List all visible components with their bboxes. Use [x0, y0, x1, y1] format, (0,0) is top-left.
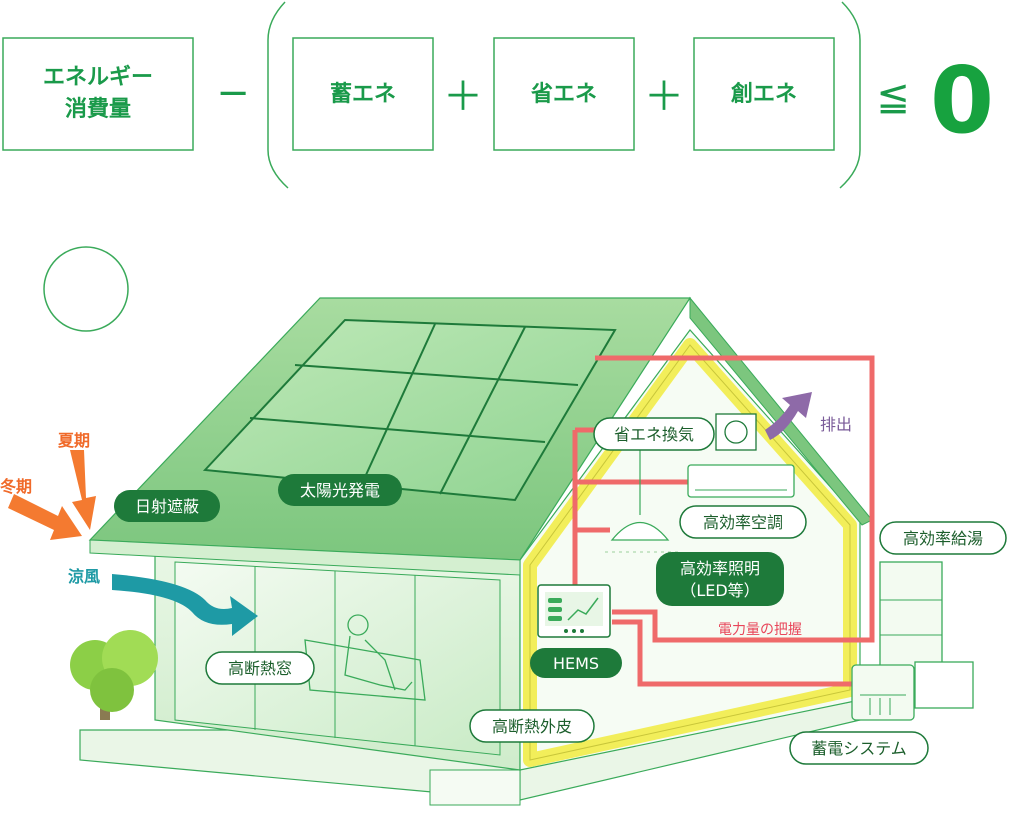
power-monitoring-label: 電力量の把握 — [718, 622, 802, 638]
water-heater-label: 高効率給湯 — [903, 529, 983, 548]
right-bracket — [839, 1, 861, 189]
solar-power-label: 太陽光発電 — [300, 481, 380, 500]
left-bracket — [267, 1, 289, 189]
sun-shading-label: 日射遮蔽 — [135, 497, 199, 516]
exhaust-arrow-icon — [765, 392, 812, 440]
storage-battery-icon — [851, 664, 915, 721]
plus-sign-1: ＋ — [443, 74, 483, 120]
insulated-window-label: 高断熱窓 — [228, 659, 292, 678]
cool-breeze-arrow-icon — [112, 574, 258, 636]
glass-window — [174, 561, 501, 756]
ventilation-pill: 省エネ換気 — [593, 417, 715, 451]
summer-label: 夏期 — [57, 431, 90, 450]
plus-sign-2: ＋ — [644, 74, 684, 120]
saving-box — [493, 37, 635, 151]
eave — [89, 539, 521, 576]
sun-shading-pill: 日射遮蔽 — [114, 490, 220, 522]
hems-monitor-icon — [537, 584, 611, 638]
lighting-pill: 高効率照明 （LED等） — [656, 552, 784, 606]
storage-label: 蓄エネ — [330, 82, 396, 107]
consumption-label-2: 消費量 — [65, 97, 131, 122]
zero-value: 0 — [930, 47, 994, 154]
consumption-box — [2, 37, 194, 151]
air-conditioning-pill: 高効率空調 — [679, 505, 807, 539]
insulated-envelope-pill: 高断熱外皮 — [469, 709, 595, 743]
leq-sign: ≦ — [876, 74, 910, 120]
ventilation-label: 省エネ換気 — [614, 425, 694, 444]
air-conditioner-icon — [687, 464, 795, 498]
solar-panel — [202, 318, 617, 502]
water-heater-pill: 高効率給湯 — [879, 521, 1007, 555]
consumption-label-1: エネルギー — [43, 65, 153, 90]
tree-icon — [70, 630, 158, 720]
sun-icon — [43, 246, 129, 332]
storage-box — [292, 37, 434, 151]
winter-sun-arrow-icon — [8, 494, 82, 540]
storage-system-label: 蓄電システム — [811, 739, 907, 758]
insulated-envelope-label: 高断熱外皮 — [492, 717, 572, 736]
roof-edge — [689, 296, 873, 526]
hems-pill: HEMS — [530, 648, 622, 678]
water-heater-icon — [879, 561, 974, 709]
creation-box — [693, 37, 835, 151]
summer-sun-arrow-icon — [70, 450, 96, 530]
pendant-lamp-icon — [605, 450, 678, 553]
insulated-window-pill: 高断熱窓 — [205, 651, 315, 685]
solar-power-pill: 太陽光発電 — [278, 474, 402, 506]
exhaust-label: 排出 — [820, 415, 852, 434]
fan-circle — [724, 420, 748, 444]
air-conditioning-label: 高効率空調 — [703, 513, 783, 532]
winter-label: 冬期 — [0, 477, 32, 496]
storage-system-pill: 蓄電システム — [789, 731, 929, 765]
equation: エネルギー 消費量 − 蓄エネ ＋ 省エネ ＋ 創エネ ≦ 0 — [2, 1, 994, 189]
steps — [429, 769, 521, 806]
lighting-label-2: （LED等） — [680, 581, 759, 600]
cool-breeze-label: 涼風 — [68, 567, 100, 586]
hems-label: HEMS — [553, 654, 599, 673]
saving-label: 省エネ — [530, 82, 597, 107]
creation-label: 創エネ — [731, 82, 797, 107]
power-wiring — [572, 355, 875, 687]
lighting-label-1: 高効率照明 — [680, 559, 760, 578]
minus-sign: − — [216, 70, 250, 116]
